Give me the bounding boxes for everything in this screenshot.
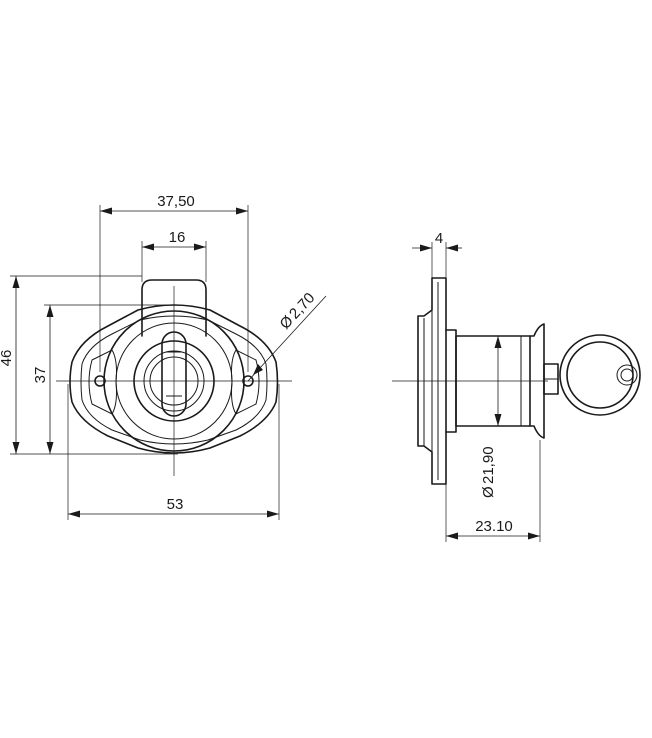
side-view: 4 Ø 21,90 23.10 [392,230,641,542]
dim-37-label: 37 [32,367,49,384]
front-flange-left-ear [88,349,117,415]
dim-37-50: 37,50 [100,193,248,215]
dim-cylinder-diameter: Ø 21,90 [480,336,502,498]
side-flange [417,277,447,485]
front-flange-outline [69,304,279,454]
dim-53-label: 53 [167,496,184,513]
front-view: 37,50 16 46 37 53 [0,193,327,520]
dim-16-label: 16 [169,229,186,246]
front-flange-inner-contour [80,315,268,445]
dim-hole-diameter-label: 2,70 [286,290,318,323]
dim-16: 16 [142,229,206,251]
dim-4-label: 4 [435,230,443,247]
dim-46: 46 [0,276,20,454]
dim-37-50-label: 37,50 [157,193,195,210]
side-key-bow-hole-inner [620,368,634,382]
dim-23-10-label: 23.10 [475,518,513,535]
dim-53: 53 [68,496,279,518]
front-cylinder-head [141,279,207,337]
side-key-bow-outer [559,334,641,416]
dim-46-label: 46 [0,350,15,367]
dim-cylinder-diameter-label: 21,90 [480,446,497,484]
side-key-bow-hole-outer [616,364,638,386]
front-extension-lines [10,205,280,520]
dim-cylinder-diameter-symbol: Ø [480,486,497,498]
dim-hole-diameter: Ø 2,70 [247,290,327,382]
dim-23-10: 23.10 [446,518,540,540]
side-key-bow-inner [566,341,634,409]
dim-37: 37 [32,305,54,454]
dim-4: 4 [412,230,462,252]
front-flange-right-ear [231,349,260,415]
